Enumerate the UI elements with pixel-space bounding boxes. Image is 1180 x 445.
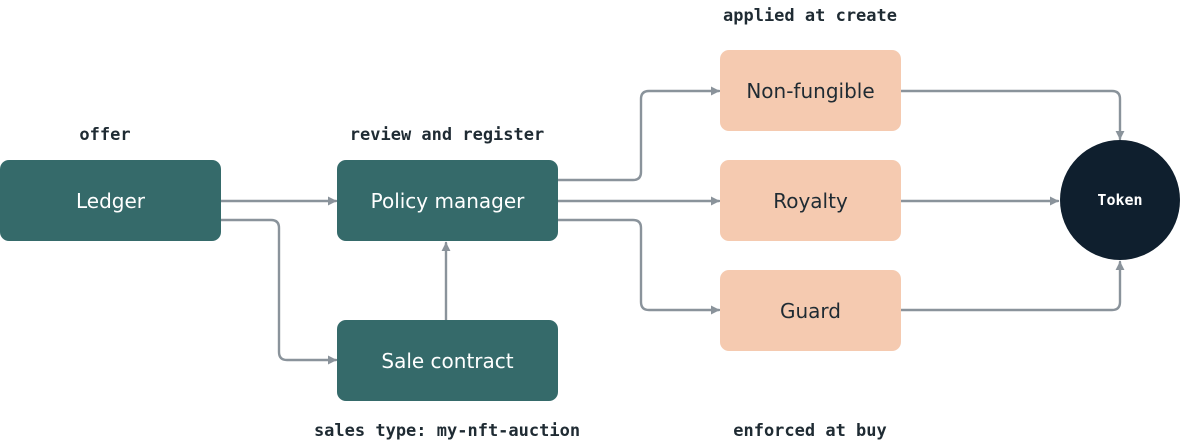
caption-offer: offer	[79, 125, 131, 145]
edge-policy-manager-to-non-fungible	[556, 86, 721, 182]
edge-policy-manager-to-guard	[556, 218, 721, 315]
edge-guard-to-token	[899, 260, 1125, 312]
caption-sales-type: sales type: my-nft-auction	[313, 421, 581, 441]
caption-review-and-register: review and register	[349, 125, 545, 145]
royalty-node: Royalty	[720, 160, 901, 241]
policy-manager-node: Policy manager	[337, 160, 558, 241]
edge-non-fungible-to-token	[899, 89, 1125, 141]
sale-contract-node: Sale contract	[337, 320, 558, 401]
ledger-node: Ledger	[0, 160, 221, 241]
caption-enforced-at-buy: enforced at buy	[733, 421, 887, 441]
guard-node: Guard	[720, 270, 901, 351]
edge-ledger-to-sale-contract	[219, 218, 338, 365]
caption-applied-at-create: applied at create	[723, 6, 897, 26]
token-node: Token	[1060, 140, 1180, 260]
non-fungible-node: Non-fungible	[720, 50, 901, 131]
